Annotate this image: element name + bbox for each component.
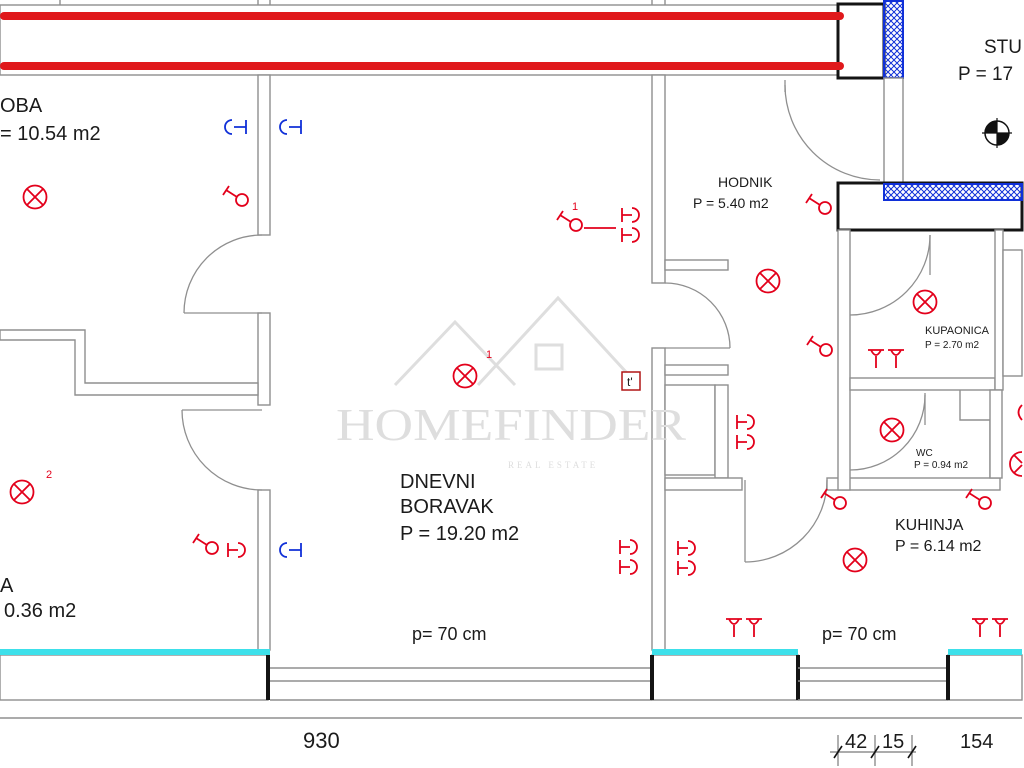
elevation-marker-fill — [985, 121, 997, 133]
installation-shaft — [664, 384, 716, 476]
elevation-marker-icon — [982, 118, 1012, 148]
insulation-hatch — [883, 0, 904, 79]
door-swing-icon — [784, 84, 881, 181]
door-swing-icon — [183, 234, 263, 314]
door-swing-icon — [744, 479, 828, 563]
interior-wall — [257, 489, 271, 651]
interior-wall — [664, 364, 729, 376]
light-circuit-label: 1 — [486, 349, 492, 361]
room-area-stubiste: P = 17 — [958, 64, 1013, 85]
switch-circuit-label: 1 — [572, 201, 578, 213]
exterior-wall-bottom — [0, 654, 269, 701]
partition-wall — [0, 329, 259, 396]
room-name-soba-bottom: A — [0, 575, 14, 597]
power-socket-icon — [1017, 404, 1023, 421]
interior-wall — [257, 74, 271, 236]
watermark-window-icon — [534, 343, 564, 371]
ceiling-light-icon — [1009, 451, 1023, 477]
dimension-label: 15 — [882, 731, 904, 753]
room-name-kuhinja: KUHINJA — [895, 517, 964, 534]
elevation-marker-fill — [997, 133, 1009, 145]
door-swing-icon — [181, 409, 263, 491]
dimension-label: 154 — [960, 731, 993, 753]
watermark-brand: HOMEFINDER — [336, 399, 686, 450]
window-sill-height: p= 70 cm — [822, 624, 897, 644]
room-area-kuhinja: P = 6.14 m2 — [895, 538, 982, 555]
stairwell-wall — [883, 77, 904, 184]
watermark: HOMEFINDER REAL ESTATE — [336, 295, 686, 470]
dimension-label: 930 — [303, 728, 340, 753]
interior-wall — [714, 384, 729, 479]
dimension-label: 42 — [845, 731, 867, 753]
interior-wall — [849, 377, 996, 391]
watermark-tagline: REAL ESTATE — [508, 460, 598, 470]
room-name-kupaonica: KUPAONICA — [925, 325, 990, 337]
room-area-kupaonica: P = 2.70 m2 — [925, 340, 979, 351]
interior-wall — [989, 389, 1003, 479]
exterior-wall-bottom — [651, 654, 799, 701]
room-name-stubiste: STU — [984, 37, 1022, 58]
interior-wall — [664, 477, 743, 491]
door-swing-icon — [849, 394, 926, 471]
adjacent-room-outline — [1002, 249, 1023, 377]
dimensions: 930 42 15 154 — [0, 717, 1022, 766]
door-swing-icon — [664, 282, 731, 349]
interior-wall — [257, 312, 271, 406]
interior-wall — [837, 229, 851, 491]
thermostat-label: t' — [627, 375, 633, 389]
dimension-tick — [833, 745, 843, 759]
thermostat-box — [621, 371, 641, 391]
interior-wall — [664, 259, 729, 271]
structural-column — [836, 2, 886, 80]
dimension-tick — [870, 745, 880, 759]
window-sill-height: p= 70 cm — [412, 624, 487, 644]
room-name-dnevni-boravak: BORAVAK — [400, 496, 494, 518]
room-name-dnevni-boravak: DNEVNI — [400, 471, 476, 493]
door-swing-icon — [849, 234, 931, 316]
dimension-tick — [907, 745, 917, 759]
room-area-dnevni-boravak: P = 19.20 m2 — [400, 523, 519, 545]
room-labels: OBA = 10.54 m2 A 0.36 m2 DNEVNI BORAVAK … — [0, 37, 1022, 644]
thermostat-icon: t' — [621, 371, 641, 391]
room-name-soba-top: OBA — [0, 95, 43, 117]
interior-wall — [826, 477, 1001, 491]
watermark-house-icon — [393, 319, 517, 387]
watermark-house-icon — [476, 295, 640, 387]
room-name-hodnik: HODNIK — [718, 174, 773, 190]
insulation-hatch — [883, 183, 1023, 201]
room-name-wc: WC — [916, 448, 933, 459]
electrical-symbols: 2 1 1 t' — [9, 118, 1023, 638]
room-area-soba-bottom: 0.36 m2 — [4, 600, 76, 622]
doors — [181, 80, 931, 563]
room-area-hodnik: P = 5.40 m2 — [693, 195, 769, 211]
light-circuit-label: 2 — [46, 469, 52, 481]
interior-wall — [651, 74, 666, 284]
exterior-wall-bottom — [947, 654, 1023, 701]
interior-wall — [651, 347, 666, 651]
room-area-wc: P = 0.94 m2 — [914, 460, 968, 471]
interior-wall — [994, 229, 1004, 391]
room-area-soba-top: = 10.54 m2 — [0, 123, 101, 145]
